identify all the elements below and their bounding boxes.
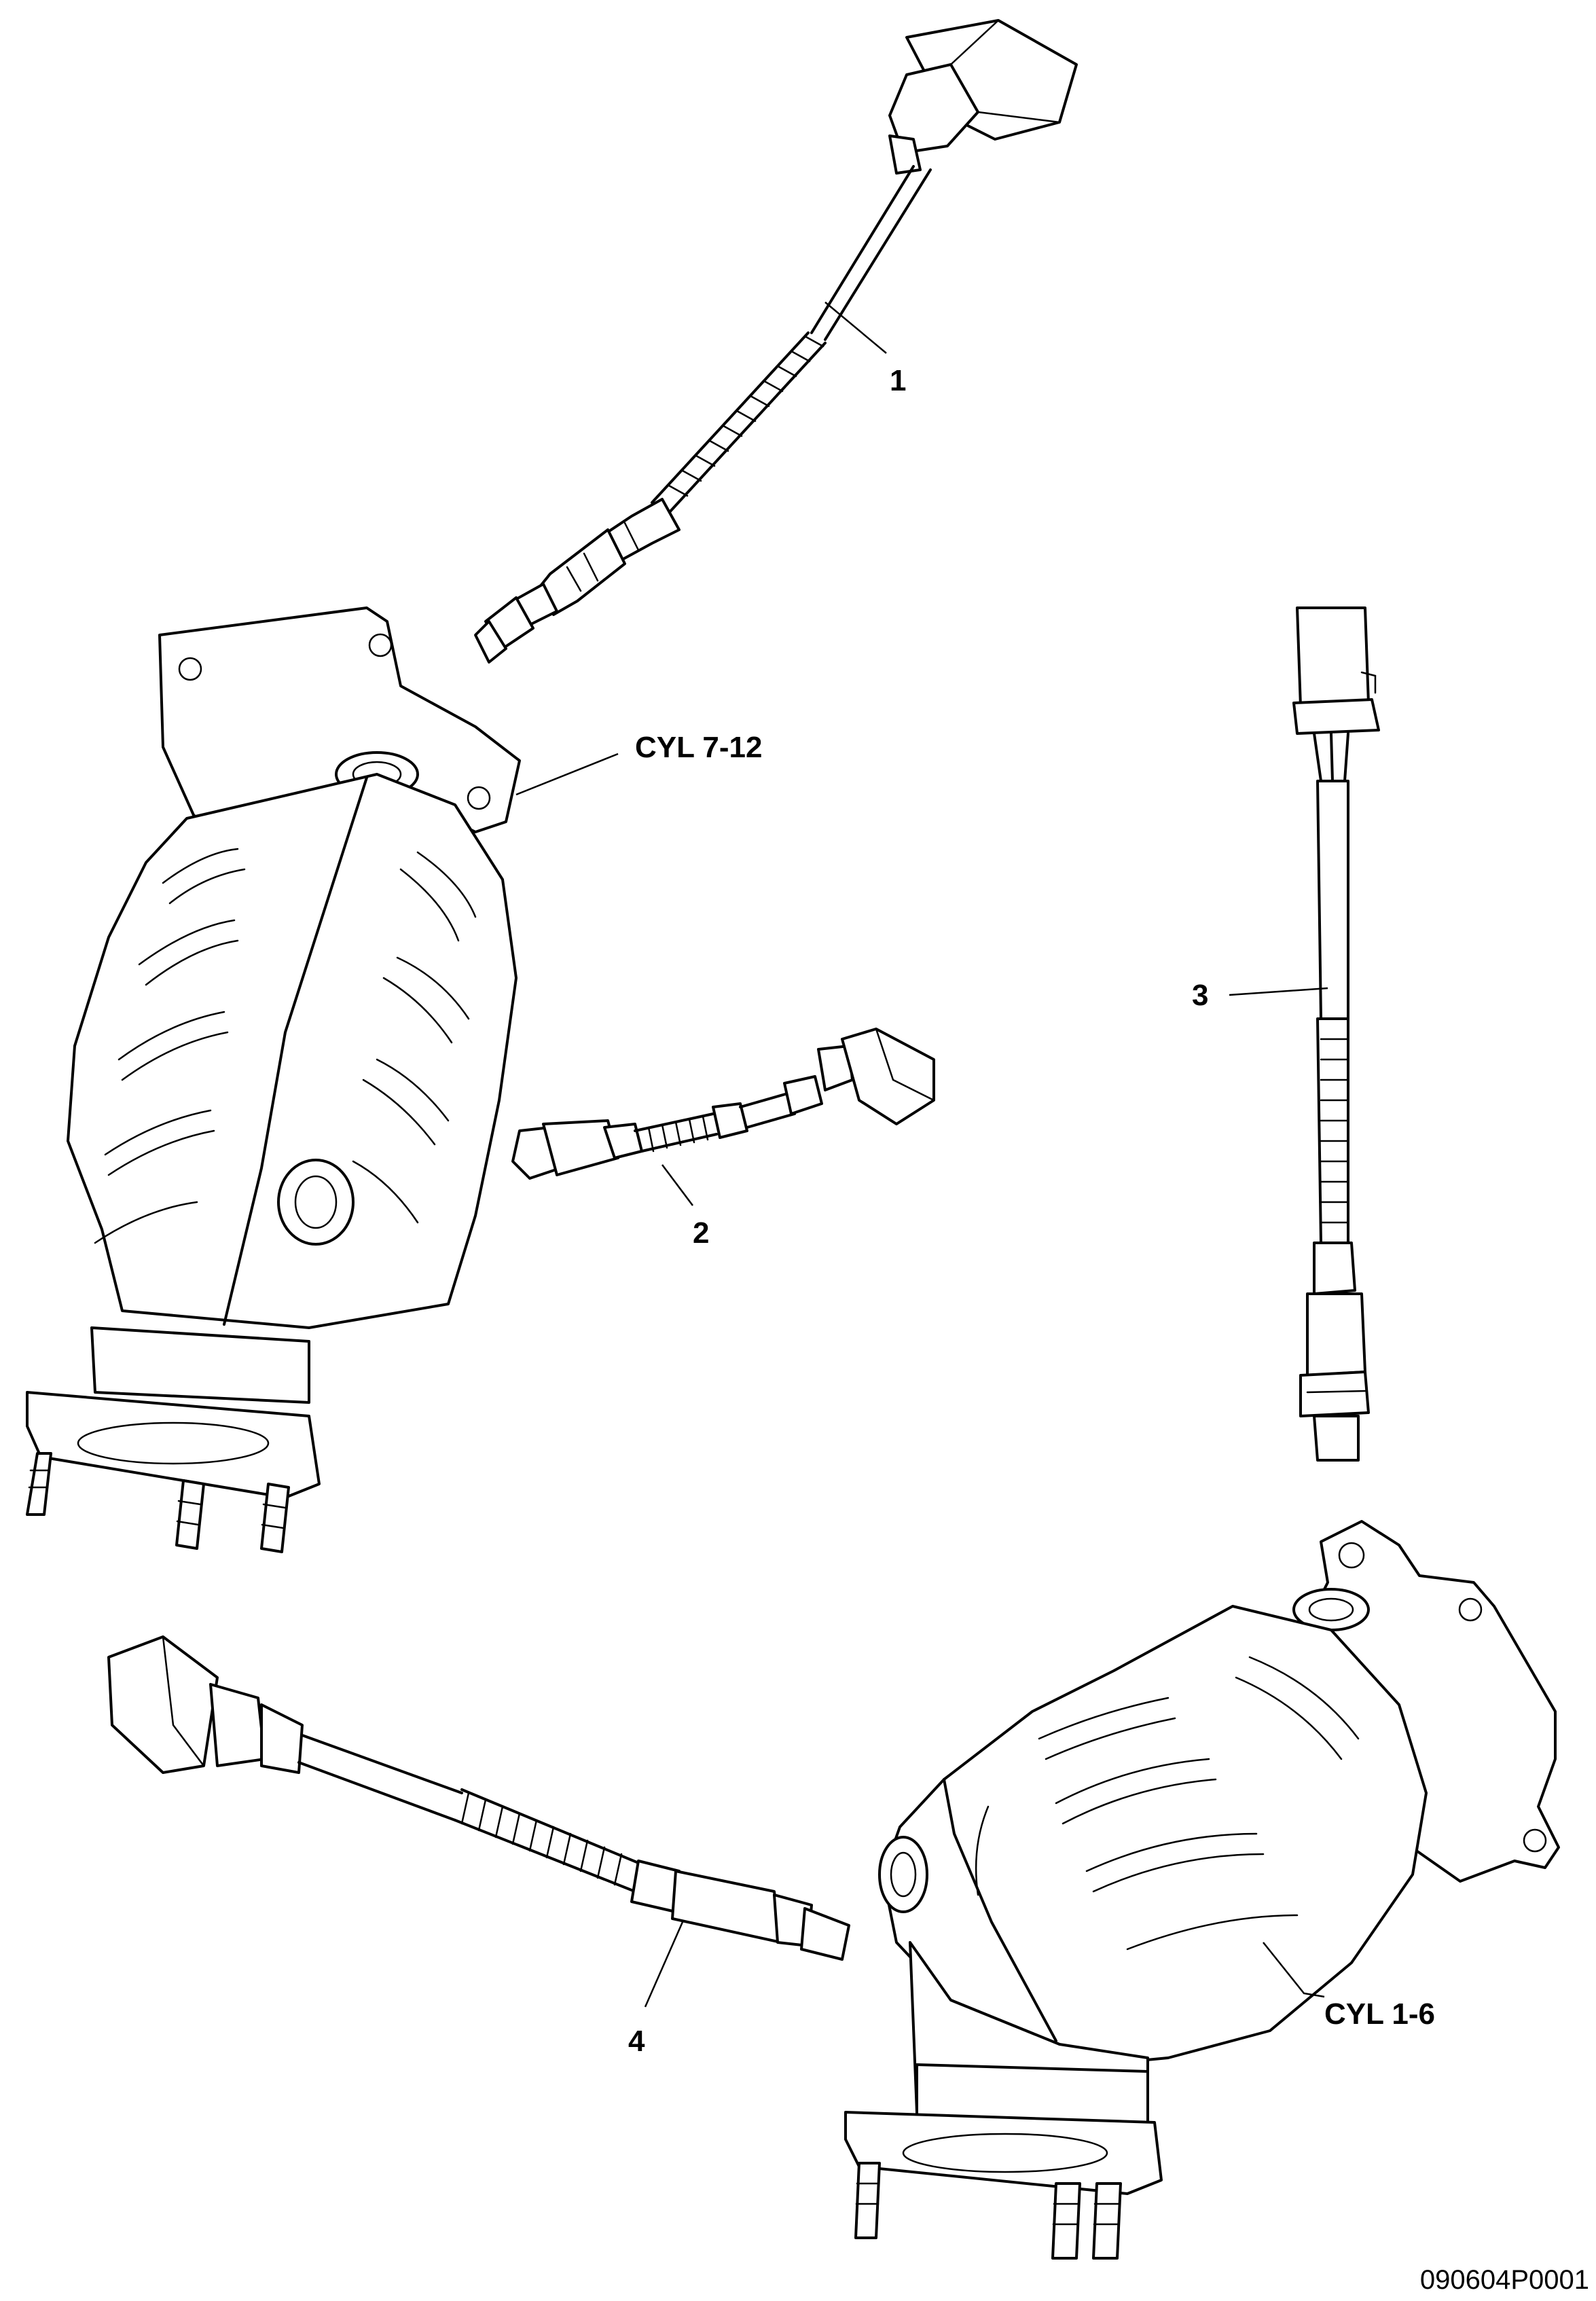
callout-4-leader [644,1921,684,2008]
cyl-1-6-label: CYL 1-6 [1324,1997,1435,2031]
catalytic-converter-cyl-1-6 [844,1520,1560,2260]
callout-1: 1 [890,364,906,397]
catalytic-converter-cyl-7-12 [26,606,521,1553]
sensor-1-connector [888,19,1078,175]
callout-4: 4 [628,2025,645,2058]
sensor-1-probe [474,498,681,664]
cyl-7-12-leader [515,753,619,796]
oxygen-sensor-1 [474,19,1078,664]
cyl-1-6-leader [1263,1942,1325,1998]
callout-2: 2 [693,1216,709,1250]
figure-reference-code: 090604P0001 [1420,2265,1589,2295]
callout-3-leader [1229,987,1328,996]
oxygen-sensor-2 [511,1028,935,1180]
callout-3: 3 [1192,979,1208,1012]
callout-1-leader [824,302,887,354]
callout-2-leader [661,1164,693,1206]
sensor-1-braided-sleeve [651,331,827,514]
cyl-7-12-label: CYL 7-12 [635,731,763,764]
oxygen-sensor-4 [107,1635,850,1961]
oxygen-sensor-3 [1292,606,1380,1462]
